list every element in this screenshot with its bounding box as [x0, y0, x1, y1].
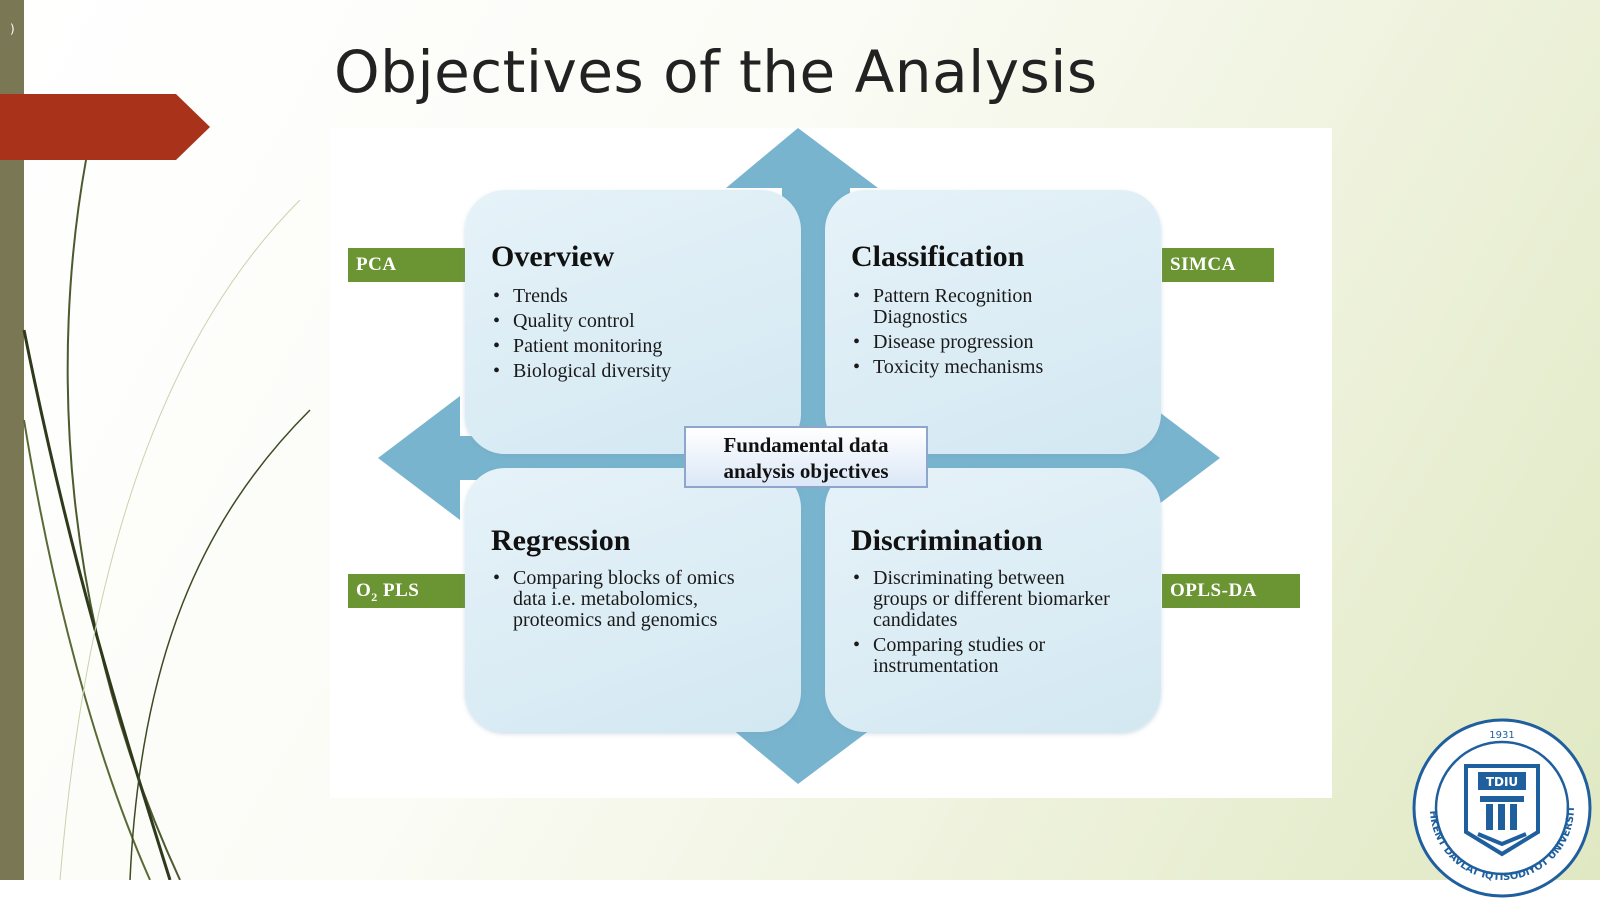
arrow-left — [378, 396, 806, 520]
list-item: Quality control — [491, 311, 671, 333]
quadrant-regression: Regression Comparing blocks of omics dat… — [465, 468, 801, 732]
list-item: Disease progression — [851, 332, 1101, 354]
quadrant-overview: Overview Trends Quality control Patient … — [465, 190, 801, 454]
arrow-right — [806, 396, 1220, 520]
slide-title: Objectives of the Analysis — [334, 38, 1098, 106]
quadrant-list: Discriminating between groups or differe… — [851, 568, 1121, 681]
list-item: Pattern Recognition Diagnostics — [851, 286, 1101, 328]
quadrant-title: Classification — [851, 240, 1025, 273]
quadrant-list: Pattern Recognition Diagnostics Disease … — [851, 286, 1101, 382]
objectives-diagram: PCA SIMCA O2 PLS OPLS-DA Overview Trends… — [330, 128, 1332, 798]
center-label-line-2: analysis objectives — [723, 459, 889, 483]
quadrant-discrimination: Discrimination Discriminating between gr… — [825, 468, 1161, 732]
list-item: Patient monitoring — [491, 336, 671, 358]
method-tag-pca: PCA — [348, 248, 466, 282]
seal-year: 1931 — [1489, 730, 1514, 741]
o2pls-suffix: PLS — [377, 580, 420, 601]
list-item: Trends — [491, 286, 671, 308]
university-seal-logo: 1931 TOSHKENT DAVLAT IQTISODIYOT UNIVERS… — [1408, 716, 1592, 898]
quadrant-title: Overview — [491, 240, 615, 273]
quadrant-list: Trends Quality control Patient monitorin… — [491, 286, 671, 386]
list-item: Comparing blocks of omics data i.e. meta… — [491, 568, 741, 631]
quadrant-title: Discrimination — [851, 524, 1043, 557]
list-item: Toxicity mechanisms — [851, 357, 1101, 379]
quadrant-list: Comparing blocks of omics data i.e. meta… — [491, 568, 741, 635]
bottom-strip — [0, 880, 1600, 899]
quadrant-classification: Classification Pattern Recognition Diagn… — [825, 190, 1161, 454]
method-tag-opls-da: OPLS-DA — [1162, 574, 1300, 608]
o2pls-prefix: O — [356, 580, 372, 601]
quadrant-title: Regression — [491, 524, 631, 557]
method-tag-o2pls: O2 PLS — [348, 574, 466, 608]
list-item: Comparing studies or instrumentation — [851, 635, 1121, 677]
seal-abbr: TDIU — [1486, 775, 1518, 789]
left-bar-glyph: ) — [10, 22, 15, 36]
o2pls-subscript: 2 — [371, 589, 378, 604]
list-item: Discriminating between groups or differe… — [851, 568, 1121, 631]
decorative-curves — [22, 159, 311, 881]
method-tag-simca: SIMCA — [1162, 248, 1274, 282]
list-item: Biological diversity — [491, 361, 671, 383]
red-arrow-accent — [0, 94, 210, 160]
center-label: Fundamental data analysis objectives — [684, 426, 928, 488]
center-label-line-1: Fundamental data — [723, 433, 889, 457]
